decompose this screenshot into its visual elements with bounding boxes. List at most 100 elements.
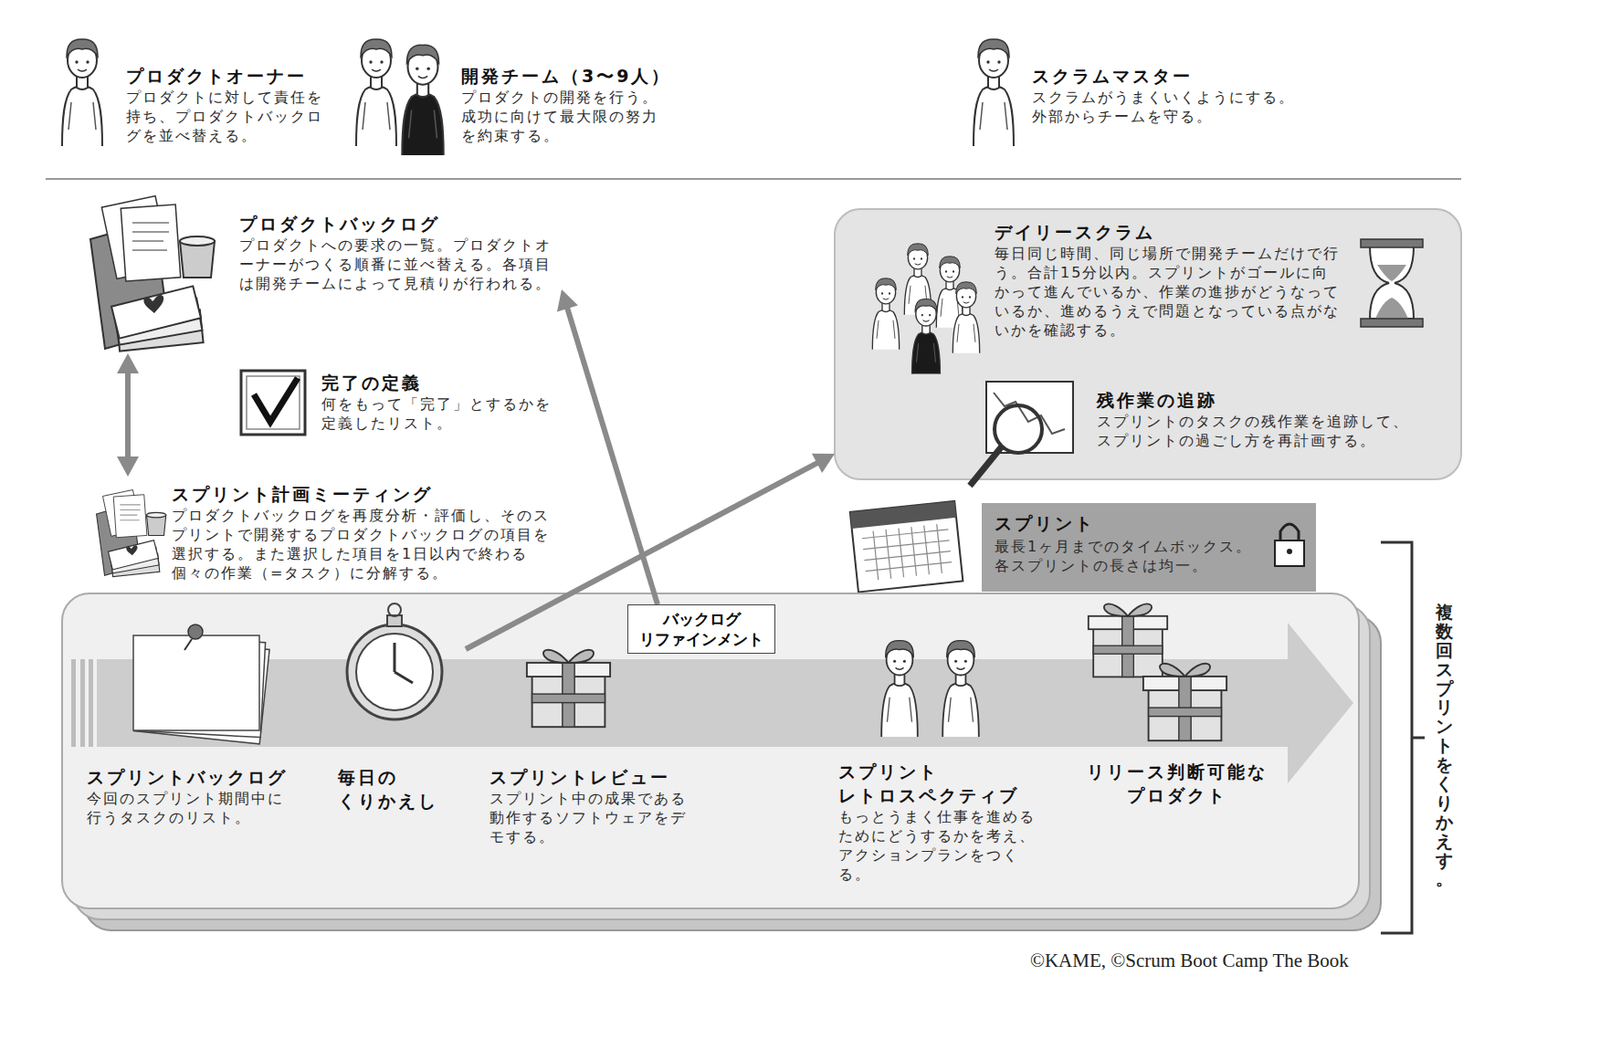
gift-icon <box>526 650 611 727</box>
label-box: バックログ リファインメント <box>627 604 776 654</box>
description: スクラムがうまくいくようにする。外部からチームを守る。 <box>1031 87 1302 127</box>
heading: バックログ リファインメント <box>635 609 768 650</box>
artifact-box: プロダクトバックログプロダクトへの要求の一覧。プロダクトオーナーがつくる順番に並… <box>81 193 562 354</box>
calendar-icon <box>861 523 953 582</box>
stopwatch-icon <box>347 624 443 720</box>
lock-icon <box>1286 548 1293 555</box>
event-panel: デイリースクラム毎日同じ時間、同じ場所で開発チームだけで行う。合計15分以内。ス… <box>834 209 1462 480</box>
event-box: スプリント計画ミーティングプロダクトバックログを再度分析・評価し、そのスプリント… <box>91 476 559 583</box>
calendar-icon <box>850 501 964 593</box>
band-stripe <box>80 659 85 748</box>
retrospective-figures <box>881 641 979 737</box>
checkbox-icon <box>241 370 306 435</box>
sticky-notes-icon <box>188 624 203 640</box>
planning-icon <box>96 489 167 577</box>
hourglass-icon <box>1360 239 1423 327</box>
heading: リリース判断可能な プロダクト <box>1081 759 1274 808</box>
team-member-figure <box>356 39 397 147</box>
heading: スプリント レトロスペクティブ <box>838 759 1042 808</box>
event-box: スプリント レトロスペクティブもっとうまく仕事を進めるためにどうするかを考え、ア… <box>838 617 1042 885</box>
role-card: スクラムマスタースクラムがうまくいくようにする。外部からチームを守る。 <box>1031 63 1302 127</box>
heading: 残作業の追跡 <box>1096 388 1417 412</box>
heading: スクラムマスター <box>1031 63 1302 88</box>
role-figures <box>62 39 1014 156</box>
sprint-band <box>62 593 1381 931</box>
band-stripe <box>71 659 76 748</box>
stopwatch-icon <box>347 603 443 720</box>
flow-arrow <box>116 353 139 477</box>
sticky-notes-icon <box>133 635 260 731</box>
heading: スプリントバックログ <box>86 765 290 790</box>
sprint-band-layer <box>62 593 1359 909</box>
scrum-master-figure <box>973 39 1014 147</box>
stopwatch-icon <box>356 633 433 711</box>
sprint-label-ground <box>981 503 1316 592</box>
artifact-box: 残作業の追跡スプリントのタスクの残作業を追跡して、スプリントの過ごし方を再計画す… <box>1096 388 1417 451</box>
event-box: 毎日の くりかえし <box>337 610 466 813</box>
description: プロダクトに対して責任を持ち、プロダクトバックログを並べ替える。 <box>126 87 329 146</box>
description: 何をもって「完了」とするかを定義したリスト。 <box>321 394 556 433</box>
stopwatch-icon <box>394 642 413 684</box>
heading: スプリントレビュー <box>489 765 693 790</box>
hourglass-icon <box>1369 246 1414 319</box>
vertical-note: 複数回スプリントをくりかえす。 <box>1435 602 1453 889</box>
burndown-icon <box>993 392 1065 434</box>
sticky-notes-icon <box>184 639 192 651</box>
daily-scrum-figures <box>872 243 979 375</box>
sprint-band: スプリント最長1ヶ月までのタイムボックス。各スプリントの長さは均一。スプリントバ… <box>62 593 1359 909</box>
gift-icon <box>1143 663 1227 741</box>
description: プロダクトの開発を行う。成功に向けて最大限の努力を約束する。 <box>461 87 664 146</box>
burndown-icon <box>986 381 1074 453</box>
checkbox-icon <box>241 370 306 435</box>
role-card: 開発チーム（3〜9人）プロダクトの開発を行う。成功に向けて最大限の努力を約束する… <box>461 63 672 146</box>
checkbox-icon <box>253 378 298 422</box>
burndown-icon <box>969 381 1074 486</box>
artifact-box: 完了の定義何をもって「完了」とするかを定義したリスト。 <box>237 365 561 433</box>
flow-arrow <box>557 289 658 605</box>
heading: 毎日の くりかえし <box>337 765 466 813</box>
role-card: プロダクトオーナープロダクトに対して責任を持ち、プロダクトバックログを並べ替える… <box>126 63 329 146</box>
heading: 開発チーム（3〜9人） <box>461 63 672 88</box>
stopwatch-icon <box>388 603 401 617</box>
calendar-icon <box>850 501 964 593</box>
team-member-figure <box>881 641 918 737</box>
product-owner-figure <box>62 39 103 147</box>
team-member-figure <box>912 299 941 375</box>
gift-icon <box>1088 603 1168 677</box>
burndown-icon <box>969 446 1002 486</box>
description: プロダクトへの要求の一覧。プロダクトオーナーがつくる順番に並べ替える。各項目は開… <box>239 235 555 294</box>
description: 今回のスプリント期間中に行うタスクのリスト。 <box>86 789 290 828</box>
burndown-icon <box>994 405 1043 453</box>
copyright: ©KAME, ©Scrum Boot Camp The Book <box>1030 949 1349 973</box>
arrow-head <box>116 456 139 477</box>
heading: プロダクトオーナー <box>126 63 329 88</box>
hourglass-icon <box>1360 239 1423 248</box>
arrow-head <box>116 353 139 374</box>
band-stripe <box>88 659 94 748</box>
repeat-bracket <box>1380 542 1425 934</box>
calendar-icon <box>850 501 957 529</box>
artifact-box: スプリントバックログ今回のスプリント期間中に行うタスクのリスト。 <box>86 602 290 828</box>
team-member-figure <box>401 44 443 156</box>
description: 毎日同じ時間、同じ場所で開発チームだけで行う。合計15分以内。スプリントがゴール… <box>994 243 1344 340</box>
heading: スプリント <box>994 511 1095 536</box>
heading: スプリント計画ミーティング <box>171 482 554 506</box>
arrow-line <box>125 371 131 459</box>
checkbox-icon <box>246 376 300 430</box>
team-member-figure <box>872 278 899 350</box>
description: もっとうまく仕事を進めるためにどうするかを考え、アクションプランをつくる。 <box>838 807 1042 885</box>
description: 最長1ヶ月までのタイムボックス。各スプリントの長さは均一。 <box>994 536 1260 576</box>
divider-line <box>45 178 1462 180</box>
team-member-figure <box>952 282 979 354</box>
heading: プロダクトバックログ <box>239 211 555 236</box>
daily-scrum-panel <box>834 209 1462 480</box>
backlog-icon <box>90 196 215 352</box>
heading: 完了の定義 <box>321 370 556 395</box>
heading: デイリースクラム <box>994 220 1462 244</box>
sticky-notes-icon <box>133 624 270 745</box>
team-member-figure <box>942 641 979 737</box>
hourglass-icon <box>1375 264 1409 319</box>
increment-box: リリース判断可能な プロダクト <box>1081 593 1274 808</box>
event-box: スプリントレビュースプリント中の成果である動作するソフトウェアをデモする。 <box>489 639 693 847</box>
